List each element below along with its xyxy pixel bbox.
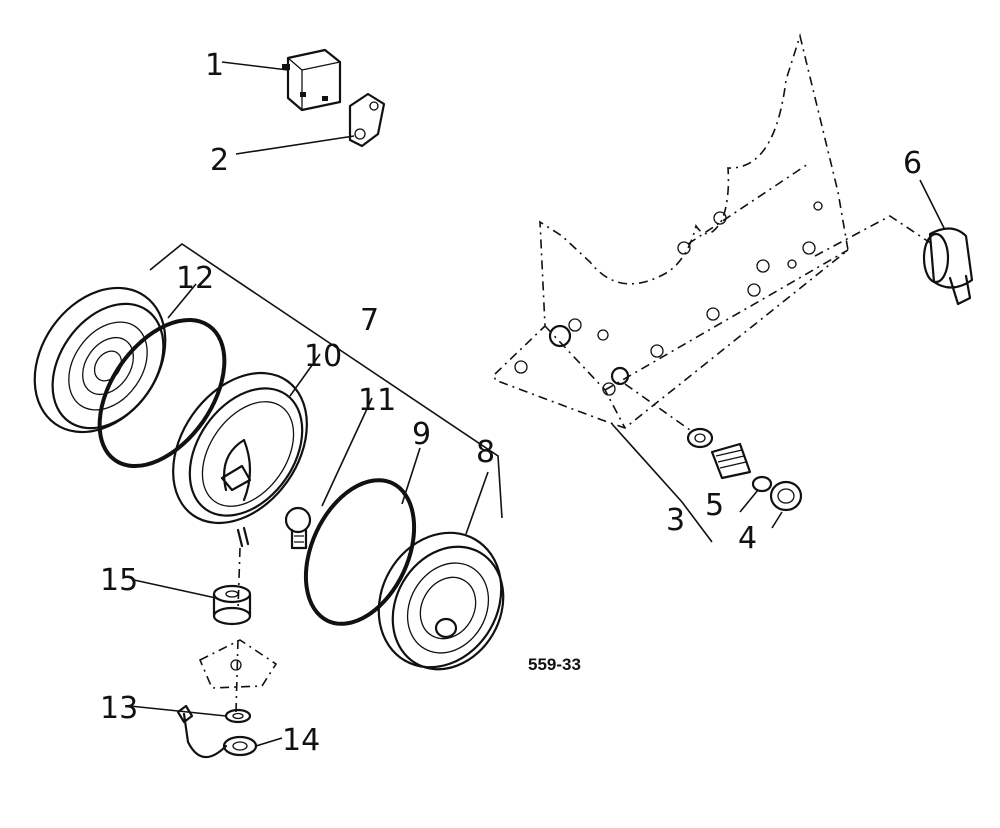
part-6-alignment-line [814, 215, 933, 257]
part-14-nut-and-lead [176, 704, 258, 759]
callout-9: 9 [412, 417, 431, 452]
callout-14: 14 [282, 723, 320, 758]
callout-3: 3 [666, 503, 685, 538]
callout-15: 15 [100, 563, 138, 598]
callout-11: 11 [358, 383, 396, 418]
callout-5: 5 [705, 488, 724, 523]
callout-6: 6 [903, 146, 922, 181]
mounting-bracket [198, 639, 278, 689]
part-3-group-bracket [611, 423, 713, 543]
mounting-axis [235, 547, 241, 713]
part-8-lens [377, 531, 505, 671]
part-11-bulb [284, 506, 312, 550]
callout-2: 2 [210, 143, 229, 178]
drawing-number: 559-33 [528, 655, 581, 674]
part-4-lens-cap [769, 480, 803, 512]
part-12-lens-rim [33, 286, 167, 434]
part-6-switch [922, 227, 974, 306]
part-9-gasket-left [97, 317, 227, 469]
part-3-lamp-holder [624, 383, 752, 480]
callout-13: 13 [100, 691, 138, 726]
callout-1: 1 [205, 48, 224, 83]
leader-lines [129, 61, 945, 747]
callout-12: 12 [176, 261, 214, 296]
callout-labels: 1 2 3 4 5 6 7 8 9 10 11 12 13 14 15 [100, 48, 922, 758]
part-7-group-bracket [149, 243, 503, 519]
part-1-flasher-unit [282, 48, 342, 112]
callout-4: 4 [738, 521, 757, 556]
part-10-reflector [172, 371, 308, 548]
part-2-bracket [348, 92, 386, 148]
callout-8: 8 [476, 435, 495, 470]
part-15-spacer [212, 584, 252, 626]
callout-7: 7 [360, 303, 379, 338]
part-5-bulb [751, 475, 773, 493]
callout-10: 10 [304, 339, 342, 374]
part-13-washer [224, 708, 252, 724]
part-9-gasket [303, 478, 417, 626]
instrument-panel [494, 33, 849, 429]
